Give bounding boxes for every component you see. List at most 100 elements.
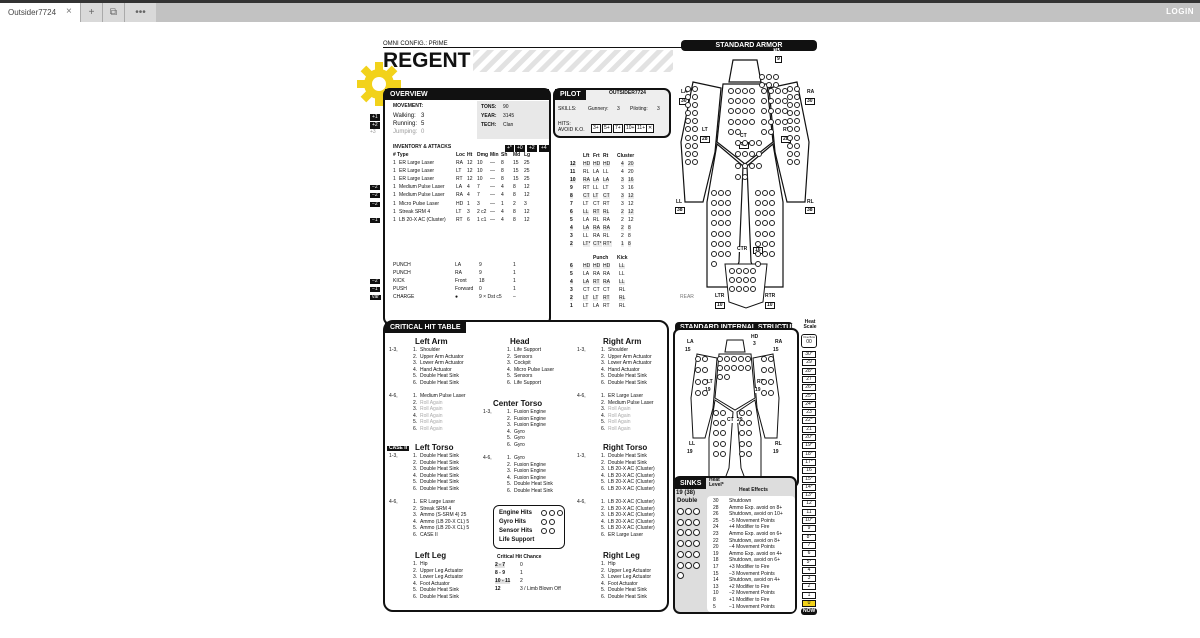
- armor-pip[interactable]: [768, 356, 774, 362]
- armor-pip[interactable]: [794, 158, 800, 165]
- armor-pip[interactable]: [711, 250, 717, 257]
- armor-pip[interactable]: [725, 230, 731, 237]
- armor-pip[interactable]: [768, 88, 774, 94]
- armor-pip[interactable]: [787, 126, 793, 133]
- armor-pip[interactable]: [762, 220, 768, 227]
- armor-pip[interactable]: [739, 440, 745, 447]
- armor-pip[interactable]: [749, 108, 755, 115]
- armor-pip[interactable]: [762, 200, 768, 207]
- armor-pip[interactable]: [782, 98, 788, 105]
- sink-pip[interactable]: [685, 518, 692, 526]
- armor-pip[interactable]: [728, 108, 734, 115]
- armor-pip[interactable]: [731, 365, 737, 371]
- armor-pip[interactable]: [794, 142, 800, 149]
- armor-pip[interactable]: [692, 134, 698, 141]
- armor-pip[interactable]: [746, 440, 752, 447]
- armor-pip[interactable]: [695, 389, 701, 396]
- armor-pip[interactable]: [742, 151, 748, 158]
- armor-pip[interactable]: [713, 430, 719, 437]
- armor-pip[interactable]: [702, 367, 708, 374]
- sink-pip[interactable]: [685, 561, 692, 569]
- armor-pip[interactable]: [711, 240, 717, 247]
- armor-pip[interactable]: [756, 151, 762, 158]
- armor-pip[interactable]: [713, 420, 719, 427]
- armor-pip[interactable]: [769, 190, 775, 196]
- armor-pip[interactable]: [755, 250, 761, 257]
- armor-pip[interactable]: [718, 230, 724, 237]
- armor-pip[interactable]: [738, 365, 744, 371]
- armor-pip[interactable]: [720, 420, 726, 427]
- armor-pip[interactable]: [711, 230, 717, 237]
- armor-pip[interactable]: [711, 220, 717, 227]
- armor-pip[interactable]: [769, 230, 775, 237]
- sink-pip[interactable]: [693, 529, 700, 537]
- armor-pip[interactable]: [724, 365, 730, 371]
- armor-pip[interactable]: [692, 158, 698, 165]
- armor-pip[interactable]: [742, 88, 748, 94]
- armor-pip[interactable]: [773, 81, 779, 88]
- sink-pip[interactable]: [677, 572, 684, 580]
- gyro-hit-pip[interactable]: [549, 519, 555, 525]
- armor-pip[interactable]: [755, 220, 761, 227]
- armor-pip[interactable]: [759, 74, 765, 80]
- sink-pip[interactable]: [677, 518, 684, 526]
- new-tab-button[interactable]: +: [80, 3, 102, 22]
- armor-pip[interactable]: [742, 108, 748, 115]
- armor-pip[interactable]: [794, 126, 800, 133]
- armor-pip[interactable]: [749, 162, 755, 169]
- armor-pip[interactable]: [735, 128, 741, 135]
- armor-pip[interactable]: [755, 230, 761, 237]
- armor-pip[interactable]: [766, 81, 772, 88]
- armor-pip[interactable]: [769, 250, 775, 257]
- armor-pip[interactable]: [720, 450, 726, 457]
- armor-pip[interactable]: [729, 277, 735, 283]
- armor-pip[interactable]: [761, 378, 767, 385]
- armor-pip[interactable]: [749, 88, 755, 94]
- armor-pip[interactable]: [692, 118, 698, 125]
- armor-pip[interactable]: [692, 94, 698, 101]
- armor-pip[interactable]: [756, 140, 762, 146]
- armor-pip[interactable]: [685, 86, 691, 92]
- armor-pip[interactable]: [775, 118, 781, 125]
- armor-pip[interactable]: [755, 240, 761, 247]
- armor-pip[interactable]: [735, 162, 741, 169]
- armor-pip[interactable]: [735, 140, 741, 146]
- armor-pip[interactable]: [736, 286, 742, 292]
- link-icon[interactable]: ⧉: [102, 3, 124, 22]
- armor-pip[interactable]: [755, 190, 761, 196]
- armor-pip[interactable]: [755, 200, 761, 207]
- armor-pip[interactable]: [724, 356, 730, 362]
- armor-pip[interactable]: [742, 173, 748, 180]
- armor-pip[interactable]: [739, 450, 745, 457]
- sink-pip[interactable]: [685, 508, 692, 515]
- armor-pip[interactable]: [787, 134, 793, 141]
- sink-pip[interactable]: [677, 561, 684, 569]
- armor-pip[interactable]: [718, 220, 724, 227]
- armor-pip[interactable]: [743, 277, 749, 283]
- sensor-hit-pip[interactable]: [541, 528, 547, 534]
- armor-pip[interactable]: [685, 158, 691, 165]
- armor-pip[interactable]: [769, 220, 775, 227]
- armor-pip[interactable]: [762, 210, 768, 217]
- engine-hit-pip[interactable]: [549, 510, 555, 516]
- armor-pip[interactable]: [794, 94, 800, 101]
- armor-pip[interactable]: [725, 250, 731, 257]
- armor-pip[interactable]: [794, 118, 800, 125]
- armor-pip[interactable]: [746, 450, 752, 457]
- armor-pip[interactable]: [718, 200, 724, 207]
- armor-pip[interactable]: [735, 88, 741, 94]
- armor-pip[interactable]: [720, 440, 726, 447]
- sensor-hit-pip[interactable]: [549, 528, 555, 534]
- armor-pip[interactable]: [739, 420, 745, 427]
- armor-pip[interactable]: [756, 162, 762, 169]
- login-button[interactable]: LOGIN: [1166, 7, 1194, 16]
- armor-pip[interactable]: [742, 140, 748, 146]
- armor-pip[interactable]: [761, 128, 767, 135]
- armor-pip[interactable]: [692, 110, 698, 117]
- armor-pip[interactable]: [711, 210, 717, 217]
- armor-pip[interactable]: [735, 118, 741, 125]
- armor-pip[interactable]: [755, 260, 761, 267]
- armor-pip[interactable]: [685, 142, 691, 149]
- armor-pip[interactable]: [739, 410, 745, 416]
- tab-close-icon[interactable]: ×: [66, 6, 72, 17]
